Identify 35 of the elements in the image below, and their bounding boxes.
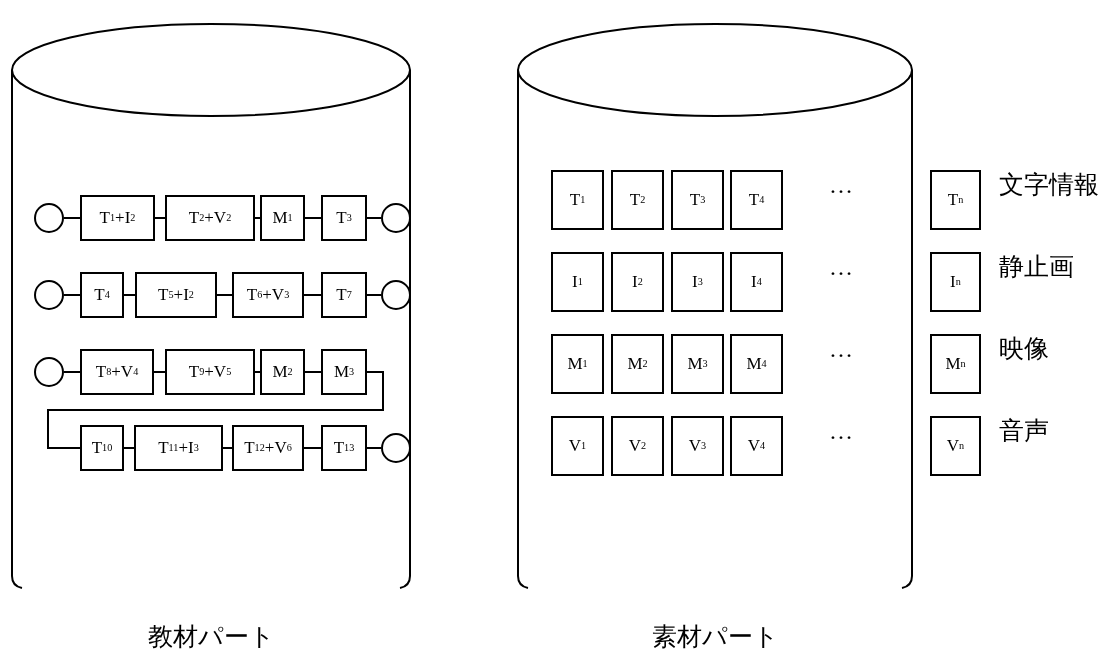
connector-line: [304, 217, 322, 219]
type-label: 映像: [999, 333, 1049, 365]
connector-line: [366, 294, 382, 296]
ellipsis: …: [829, 172, 853, 199]
connector-line: [304, 371, 322, 373]
type-label: 音声: [999, 415, 1049, 447]
connector-line: [153, 371, 166, 373]
terminal-circle: [34, 203, 64, 233]
part-caption: 教材パート: [146, 621, 276, 653]
type-label: 静止画: [999, 251, 1074, 283]
connector-line: [47, 371, 384, 449]
connector-line: [63, 371, 81, 373]
terminal-circle: [381, 433, 411, 463]
connector-line: [254, 371, 261, 373]
connector-line: [254, 217, 261, 219]
connector-line: [216, 294, 233, 296]
type-label: 文字情報: [999, 169, 1099, 201]
terminal-circle: [34, 280, 64, 310]
connector-line: [366, 217, 382, 219]
ellipsis: …: [829, 254, 853, 281]
connector-line: [303, 447, 322, 449]
terminal-circle: [381, 203, 411, 233]
part-caption: 素材パート: [650, 621, 780, 653]
connector-line: [63, 294, 81, 296]
ellipsis: …: [829, 418, 853, 445]
connector-line: [222, 447, 233, 449]
connector-line: [63, 217, 81, 219]
connector-line: [303, 294, 322, 296]
terminal-circle: [381, 280, 411, 310]
connector-line: [123, 447, 135, 449]
connector-line: [123, 294, 136, 296]
ellipsis: …: [829, 336, 853, 363]
connector-line: [366, 447, 382, 449]
terminal-circle: [34, 357, 64, 387]
connector-line: [154, 217, 166, 219]
